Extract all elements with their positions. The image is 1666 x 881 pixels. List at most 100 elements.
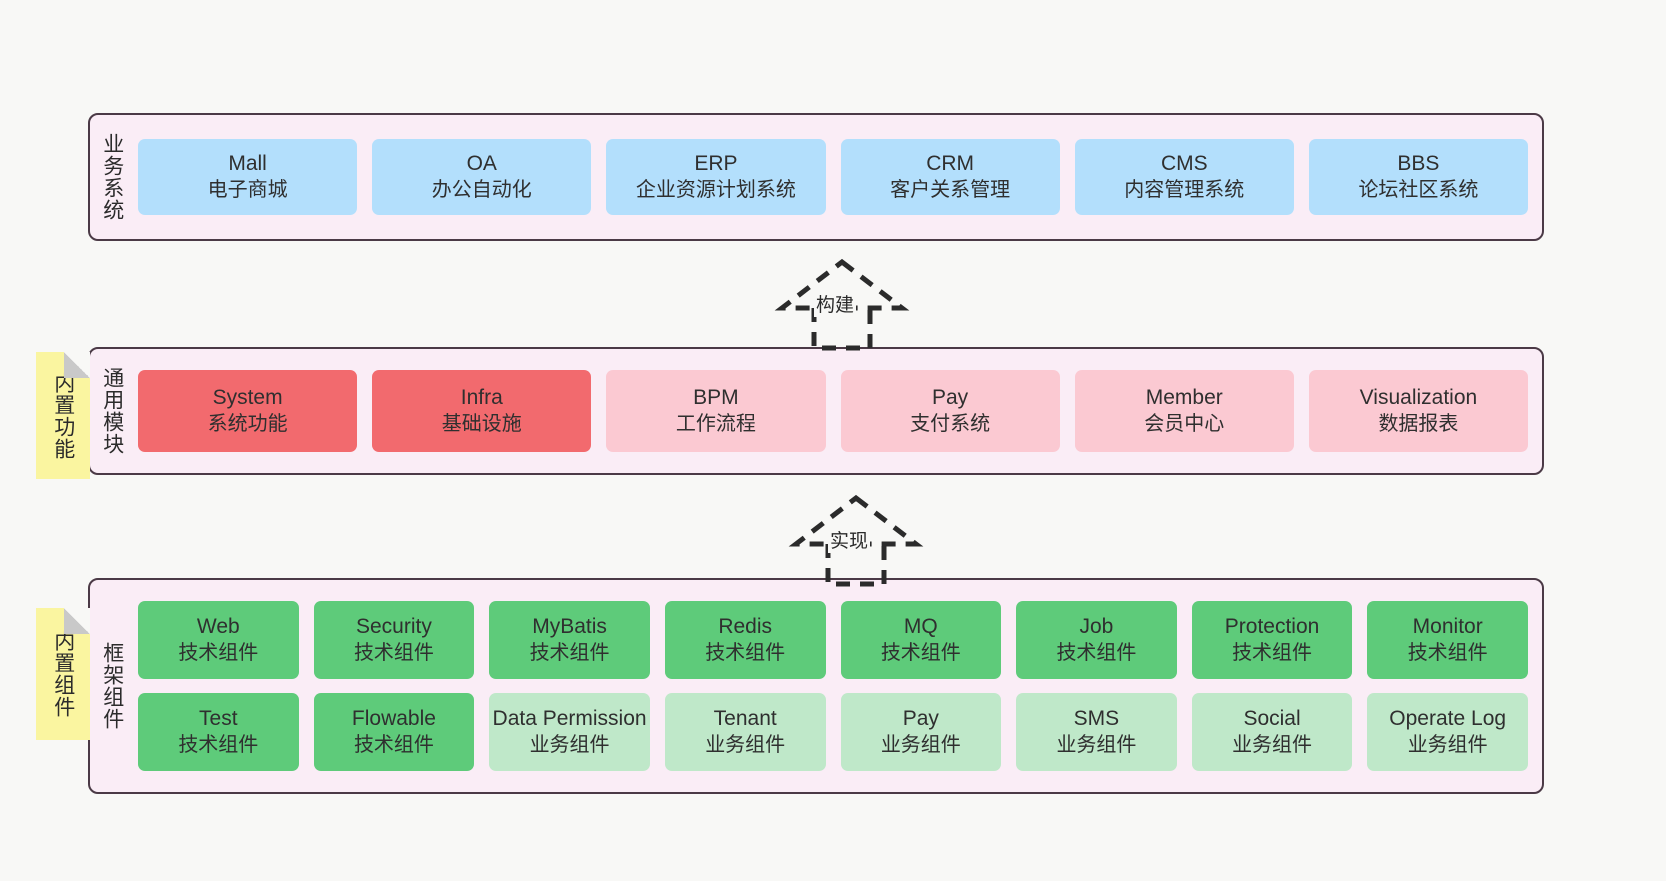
layer-title-common-modules: 通用模块 xyxy=(100,367,124,455)
card-title: Job xyxy=(1079,614,1114,638)
card-pay[interactable]: Pay 支付系统 xyxy=(840,370,1060,452)
card-title: Infra xyxy=(460,385,503,409)
card-web[interactable]: Web 技术组件 xyxy=(138,601,299,679)
card-title: System xyxy=(212,385,283,409)
sticky-note-builtin-components: 内置组件 xyxy=(36,608,90,740)
connector-build-label: 构建 xyxy=(814,290,857,317)
card-subtitle: 数据报表 xyxy=(1378,412,1459,435)
card-subtitle: 企业资源计划系统 xyxy=(635,178,796,201)
implement-arrowhead-triangle xyxy=(788,494,924,547)
card-subtitle: 业务组件 xyxy=(1407,733,1488,756)
card-job[interactable]: Job 技术组件 xyxy=(1016,601,1177,679)
card-subtitle: 技术组件 xyxy=(178,733,259,756)
card-title: Security xyxy=(356,614,432,638)
card-title: Pay xyxy=(902,706,939,730)
card-title: Web xyxy=(196,614,240,638)
card-subtitle: 电子商城 xyxy=(207,178,288,201)
card-subtitle: 基础设施 xyxy=(441,412,522,435)
card-data-permission[interactable]: Data Permission 业务组件 xyxy=(489,693,650,771)
card-subtitle: 业务组件 xyxy=(529,733,610,756)
card-title: Redis xyxy=(718,614,773,638)
card-title: Data Permission xyxy=(492,706,647,730)
card-title: OA xyxy=(466,151,497,175)
card-redis[interactable]: Redis 技术组件 xyxy=(664,601,826,679)
card-subtitle: 会员中心 xyxy=(1144,412,1225,435)
card-title: CMS xyxy=(1160,151,1208,175)
card-security[interactable]: Security 技术组件 xyxy=(313,601,475,679)
card-subtitle: 技术组件 xyxy=(880,641,961,664)
card-erp[interactable]: ERP 企业资源计划系统 xyxy=(606,139,826,215)
card-title: BPM xyxy=(693,385,739,409)
card-flowable[interactable]: Flowable 技术组件 xyxy=(313,693,475,771)
card-title: BBS xyxy=(1397,151,1440,175)
card-title: Member xyxy=(1145,385,1223,409)
card-title: Flowable xyxy=(351,706,436,730)
card-title: Social xyxy=(1243,706,1301,730)
card-subtitle: 业务组件 xyxy=(705,733,786,756)
card-operate-log[interactable]: Operate Log 业务组件 xyxy=(1367,693,1528,771)
card-subtitle: 技术组件 xyxy=(1056,641,1137,664)
card-subtitle: 技术组件 xyxy=(529,641,610,664)
card-title: Test xyxy=(199,706,238,730)
card-visualization[interactable]: Visualization 数据报表 xyxy=(1308,370,1529,452)
card-title: Monitor xyxy=(1412,614,1483,638)
card-bpm[interactable]: BPM 工作流程 xyxy=(606,370,826,452)
card-subtitle: 技术组件 xyxy=(705,641,786,664)
card-social[interactable]: Social 业务组件 xyxy=(1191,693,1353,771)
card-title: Visualization xyxy=(1359,385,1478,409)
card-test[interactable]: Test 技术组件 xyxy=(138,693,299,771)
layer-common-modules: 通用模块 System 系统功能 Infra 基础设施 BPM 工作流程 Pay 支付系统 Me… xyxy=(88,347,1544,475)
card-subtitle: 业务组件 xyxy=(880,733,961,756)
common-modules-row: System 系统功能 Infra 基础设施 BPM 工作流程 Pay 支付系统 Member 会… xyxy=(138,370,1529,452)
card-pay[interactable]: Pay 业务组件 xyxy=(840,693,1002,771)
card-subtitle: 工作流程 xyxy=(675,412,756,435)
layer-title-business-systems: 业务系统 xyxy=(100,133,124,221)
card-member[interactable]: Member 会员中心 xyxy=(1074,370,1294,452)
sticky-note-builtin-components-label: 内置组件 xyxy=(51,630,75,718)
card-subtitle: 客户关系管理 xyxy=(890,178,1011,201)
card-title: Pay xyxy=(932,385,969,409)
card-subtitle: 技术组件 xyxy=(178,641,259,664)
connector-implement: 实现 xyxy=(766,494,946,587)
card-bbs[interactable]: BBS 论坛社区系统 xyxy=(1308,139,1529,215)
card-subtitle: 技术组件 xyxy=(353,641,434,664)
card-infra[interactable]: Infra 基础设施 xyxy=(372,370,592,452)
connector-build: 构建 xyxy=(752,258,932,351)
card-title: Operate Log xyxy=(1389,706,1507,730)
layer-body-common-modules: System 系统功能 Infra 基础设施 BPM 工作流程 Pay 支付系统 Member 会… xyxy=(134,349,1542,473)
sticky-note-builtin-features: 内置功能 xyxy=(36,352,90,479)
connector-implement-label: 实现 xyxy=(828,526,871,553)
card-title: CRM xyxy=(926,151,975,175)
card-crm[interactable]: CRM 客户关系管理 xyxy=(840,139,1060,215)
card-subtitle: 技术组件 xyxy=(1232,641,1313,664)
card-subtitle: 业务组件 xyxy=(1232,733,1313,756)
layer-title-framework-components: 框架组件 xyxy=(100,642,124,730)
card-title: Protection xyxy=(1224,614,1320,638)
card-subtitle: 技术组件 xyxy=(353,733,434,756)
card-subtitle: 内容管理系统 xyxy=(1124,178,1245,201)
card-subtitle: 论坛社区系统 xyxy=(1358,178,1479,201)
card-system[interactable]: System 系统功能 xyxy=(138,370,358,452)
card-protection[interactable]: Protection 技术组件 xyxy=(1191,601,1353,679)
card-monitor[interactable]: Monitor 技术组件 xyxy=(1367,601,1528,679)
card-cms[interactable]: CMS 内容管理系统 xyxy=(1074,139,1294,215)
card-title: ERP xyxy=(694,151,738,175)
card-subtitle: 系统功能 xyxy=(207,412,288,435)
card-subtitle: 支付系统 xyxy=(910,412,991,435)
card-subtitle: 技术组件 xyxy=(1407,641,1488,664)
card-subtitle: 业务组件 xyxy=(1056,733,1137,756)
